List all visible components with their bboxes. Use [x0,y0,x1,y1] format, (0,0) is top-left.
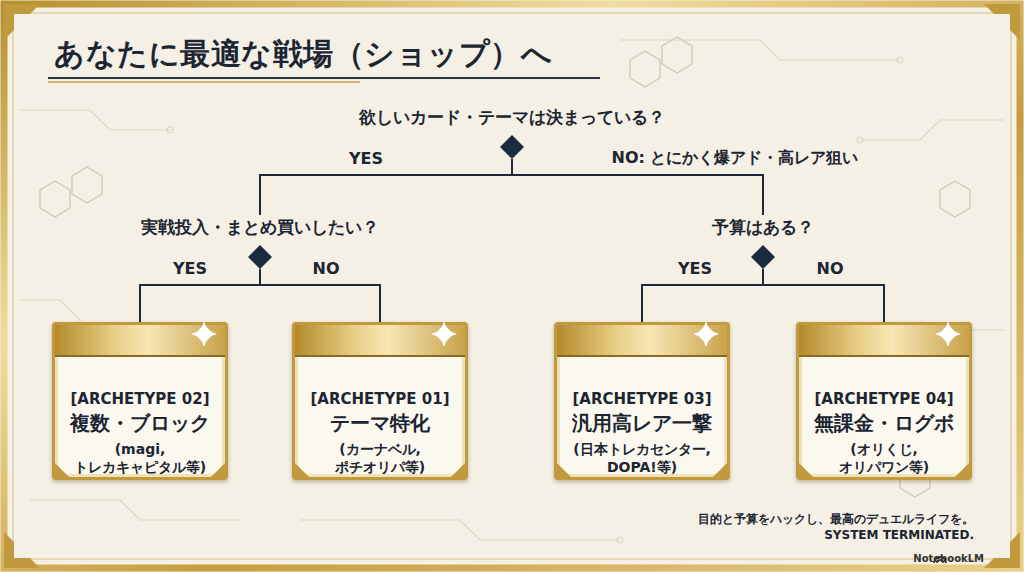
circuit-trace [20,110,170,130]
diamond-shape [248,245,272,269]
frame-corner [984,532,1020,568]
archetype-card: [ARCHETYPE 04]無課金・ログボ (オリくじ, オリパワン等) [796,322,972,480]
decision-node: 実戦投入・まとめ買いしたい？ [110,215,410,269]
sparkle-star [935,321,961,347]
decision-question: 実戦投入・まとめ買いしたい？ [110,215,410,239]
archetype-name: 無課金・ログボ [814,410,954,436]
archetype-code: [ARCHETYPE 04] [814,389,953,409]
sparkle [429,319,459,349]
footer-note: 目的と予算をハックし、最高のデュエルライフを。 [698,511,974,528]
circuit-trace [860,120,1004,140]
branch-label: YES [173,259,207,278]
archetype-code: [ARCHETYPE 01] [310,389,449,409]
tree-connector [642,269,763,322]
archetype-code: [ARCHETYPE 03] [572,389,711,409]
question-text-group: 予算はある？ [663,215,863,239]
tree-connector [260,269,380,322]
branch-label: NO [313,259,340,278]
hexagon [72,167,102,203]
card-body: [ARCHETYPE 01]テーマ特化 (カーナベル, ポチオリパ等) [295,355,465,477]
branch-label: YES [349,149,383,168]
archetype-code: [ARCHETYPE 02] [70,389,209,409]
card-body: [ARCHETYPE 04]無課金・ログボ (オリくじ, オリパワン等) [799,355,969,477]
hexagon [940,181,970,217]
hexagon [630,51,660,87]
footer-note: SYSTEM TERMINATED. [824,528,974,542]
card-corner [295,463,309,477]
sparkle [189,319,219,349]
archetype-card: [ARCHETYPE 01]テーマ特化 (カーナベル, ポチオリパ等) [292,322,468,480]
card-body: [ARCHETYPE 02]複数・ブロック (magi, トレカキャピタル等) [55,355,225,477]
card-corner [55,463,69,477]
shop-examples: (magi, トレカキャピタル等) [67,440,213,476]
circuit-trace [300,520,620,540]
frame-corner [4,532,40,568]
archetype-name: テーマ特化 [330,410,430,436]
sparkle [933,319,963,349]
circuit-node [167,127,173,133]
tree-connector [512,159,763,215]
hexagon [662,37,692,73]
diamond-shape [500,135,524,159]
card-corner [713,463,727,477]
tree-connector [763,269,884,322]
archetype-card: [ARCHETYPE 03]汎用高レア一撃 (日本トレカセンター, DOPA!等) [554,322,730,480]
card-body: [ARCHETYPE 03]汎用高レア一撃 (日本トレカセンター, DOPA!等) [557,355,727,477]
archetype-card: [ARCHETYPE 02]複数・ブロック (magi, トレカキャピタル等) [52,322,228,480]
watermark: NotebookLM [913,553,984,564]
archetype-name: 複数・ブロック [70,410,210,436]
gold-frame [4,4,1020,568]
question-text-group: 実戦投入・まとめ買いしたい？ [110,215,410,239]
card-corner [557,463,571,477]
card-corner [955,463,969,477]
card-corner [799,463,813,477]
sparkle-star [191,321,217,347]
frame-corner [984,4,1020,40]
circuit-pattern [20,40,1004,543]
hexagon-decoration [40,37,970,497]
decision-question: 予算はある？ [663,215,863,239]
decision-diamond [248,245,272,269]
title-underline-accent [48,81,360,83]
hexagon [40,181,70,217]
card-corner [211,463,225,477]
archetype-name: 汎用高レア一撃 [572,410,712,436]
branch-label: NO [817,259,844,278]
sparkle-star [431,321,457,347]
shop-examples: (オリくじ, オリパワン等) [811,440,957,476]
circuit-node [617,537,623,543]
tree-connector [260,159,512,215]
card-corner [451,463,465,477]
page-title: あなたに最適な戦場（ショップ）へ [54,34,552,75]
title-underline [48,77,600,79]
circuit-trace [30,500,240,520]
question-text-group: 欲しいカード・テーマは決まっている？ [342,105,682,129]
frame-corner [4,4,40,40]
shop-examples: (日本トレカセンター, DOPA!等) [569,440,715,476]
sparkle-star [693,321,719,347]
circuit-node [857,137,863,143]
diamond-shape [751,245,775,269]
branch-label: YES [678,259,712,278]
circuit-node [897,57,903,63]
frame-corners [4,4,1020,568]
decision-diamond [751,245,775,269]
branch-label: NO: とにかく爆アド・高レア狙い [612,148,859,169]
shop-examples: (カーナベル, ポチオリパ等) [307,440,453,476]
inner-frame [13,13,1011,559]
decision-question: 欲しいカード・テーマは決まっている？ [342,105,682,129]
sparkle [691,319,721,349]
decision-diamond [500,135,524,159]
tree-connector [140,269,260,322]
